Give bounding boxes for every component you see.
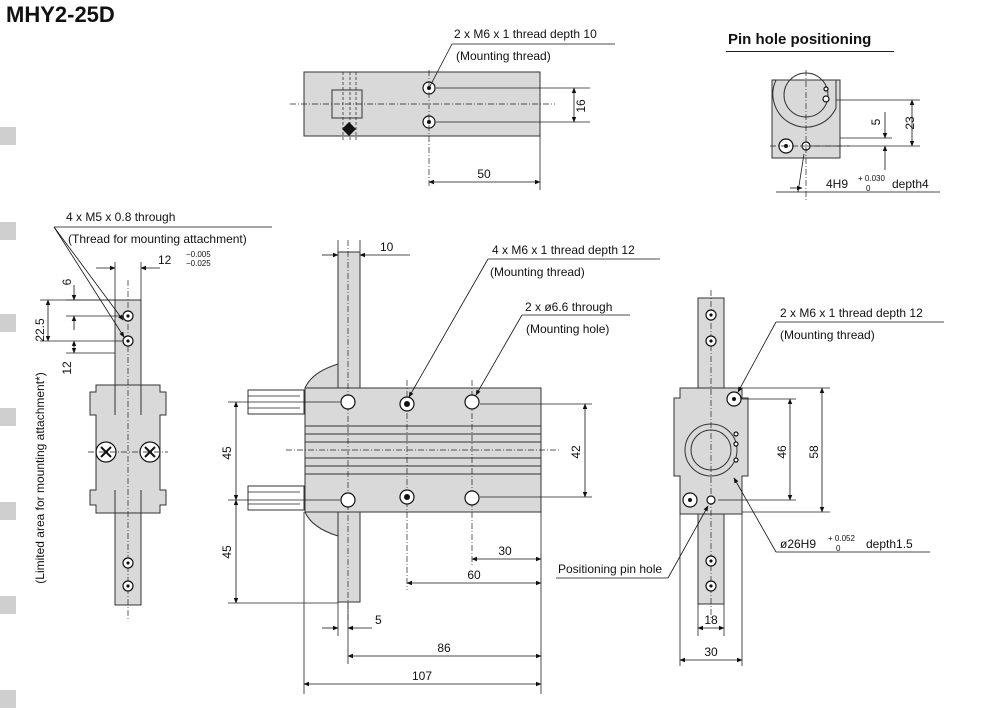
callout-top-thread-note: (Mounting thread) (456, 49, 551, 63)
front-mounting-hole (340, 492, 356, 508)
front-mounting-hole (464, 490, 480, 506)
dim-top-length: 50 (477, 167, 491, 181)
drawing-title: MHY2-25D (6, 2, 115, 27)
front-view: 45 45 42 30 60 5 86 107 10 4 x M6 x 1 th… (220, 240, 660, 694)
dim-front-upper: 45 (220, 446, 234, 460)
dim-front-body: 86 (437, 641, 451, 655)
front-mounting-hole (340, 394, 356, 410)
dim-pin-offset: 5 (869, 118, 883, 125)
dim-right-spacing: 46 (775, 445, 789, 459)
dim-front-lower: 45 (220, 545, 234, 559)
callout-front-hole: 2 x ø6.6 through (525, 300, 612, 314)
margin-tab (0, 127, 16, 145)
dim-right-pin: 18 (704, 613, 718, 627)
margin-tab (0, 222, 16, 240)
dim-right-width: 30 (704, 645, 718, 659)
dim-side-top: 6 (60, 278, 74, 285)
margin-tabs (0, 127, 16, 708)
slot-size: 12 (158, 253, 172, 267)
side-view: 6 22.5 12 12 −0.005 −0.025 4 x M5 x 0.8 … (33, 210, 272, 620)
callout-front-hole-note: (Mounting hole) (526, 322, 609, 336)
margin-tab (0, 690, 16, 708)
callout-front-thread-note: (Mounting thread) (490, 265, 585, 279)
margin-tab (0, 502, 16, 520)
dim-pin-height: 23 (903, 116, 917, 130)
dim-side-bottom: 12 (60, 361, 74, 375)
dim-jaw-width: 10 (380, 240, 394, 254)
pin-hole-view: 23 5 4H9 + 0.030 0 depth4 (770, 70, 940, 200)
callout-side-through-note: (Thread for mounting attachment) (68, 232, 247, 246)
pin-hole-size: 4H9 (826, 177, 848, 191)
dim-top-height: 16 (574, 99, 588, 113)
margin-tab (0, 314, 16, 332)
pin-hole-depth: depth4 (892, 177, 929, 191)
bore-depth: depth1.5 (866, 537, 913, 551)
callout-right-thread-note: (Mounting thread) (780, 328, 875, 342)
callout-side-through: 4 x M5 x 0.8 through (66, 210, 175, 224)
dim-front-small: 5 (375, 613, 382, 627)
top-view: 16 50 2 x M6 x 1 thread depth 10 (Mounti… (290, 27, 615, 190)
callout-pin-hole: Positioning pin hole (558, 562, 662, 576)
dim-side-spacing: 22.5 (33, 318, 47, 342)
front-mounting-hole (464, 394, 480, 410)
margin-tab (0, 596, 16, 614)
note-limited-area: (Limited area for mounting attachment*) (33, 372, 47, 583)
dim-front-height: 42 (569, 445, 583, 459)
bore-lower: 0 (836, 544, 841, 553)
slot-lower: −0.025 (186, 259, 211, 268)
positioning-pin-hole-right (706, 495, 716, 505)
dim-front-mid: 60 (467, 568, 481, 582)
callout-front-thread: 4 x M6 x 1 thread depth 12 (492, 243, 635, 257)
slot-upper: −0.005 (186, 250, 211, 259)
bore-size: ø26H9 (780, 537, 816, 551)
top-view-jaw-marker (342, 122, 356, 136)
pin-hole-upper: + 0.030 (858, 174, 885, 183)
dim-front-total: 107 (412, 669, 432, 683)
pin-hole-section-title: Pin hole positioning (728, 31, 872, 48)
right-view: 46 58 18 30 2 x M6 x 1 thread depth 12 (… (556, 290, 944, 666)
bore-upper: + 0.052 (828, 534, 855, 543)
callout-top-thread: 2 x M6 x 1 thread depth 10 (454, 27, 597, 41)
pin-hole-title-underline (726, 51, 894, 52)
margin-tab (0, 408, 16, 426)
callout-right-thread: 2 x M6 x 1 thread depth 12 (780, 306, 923, 320)
dim-front-short: 30 (498, 544, 512, 558)
pin-hole-lower: 0 (866, 184, 871, 193)
dim-right-height: 58 (807, 445, 821, 459)
